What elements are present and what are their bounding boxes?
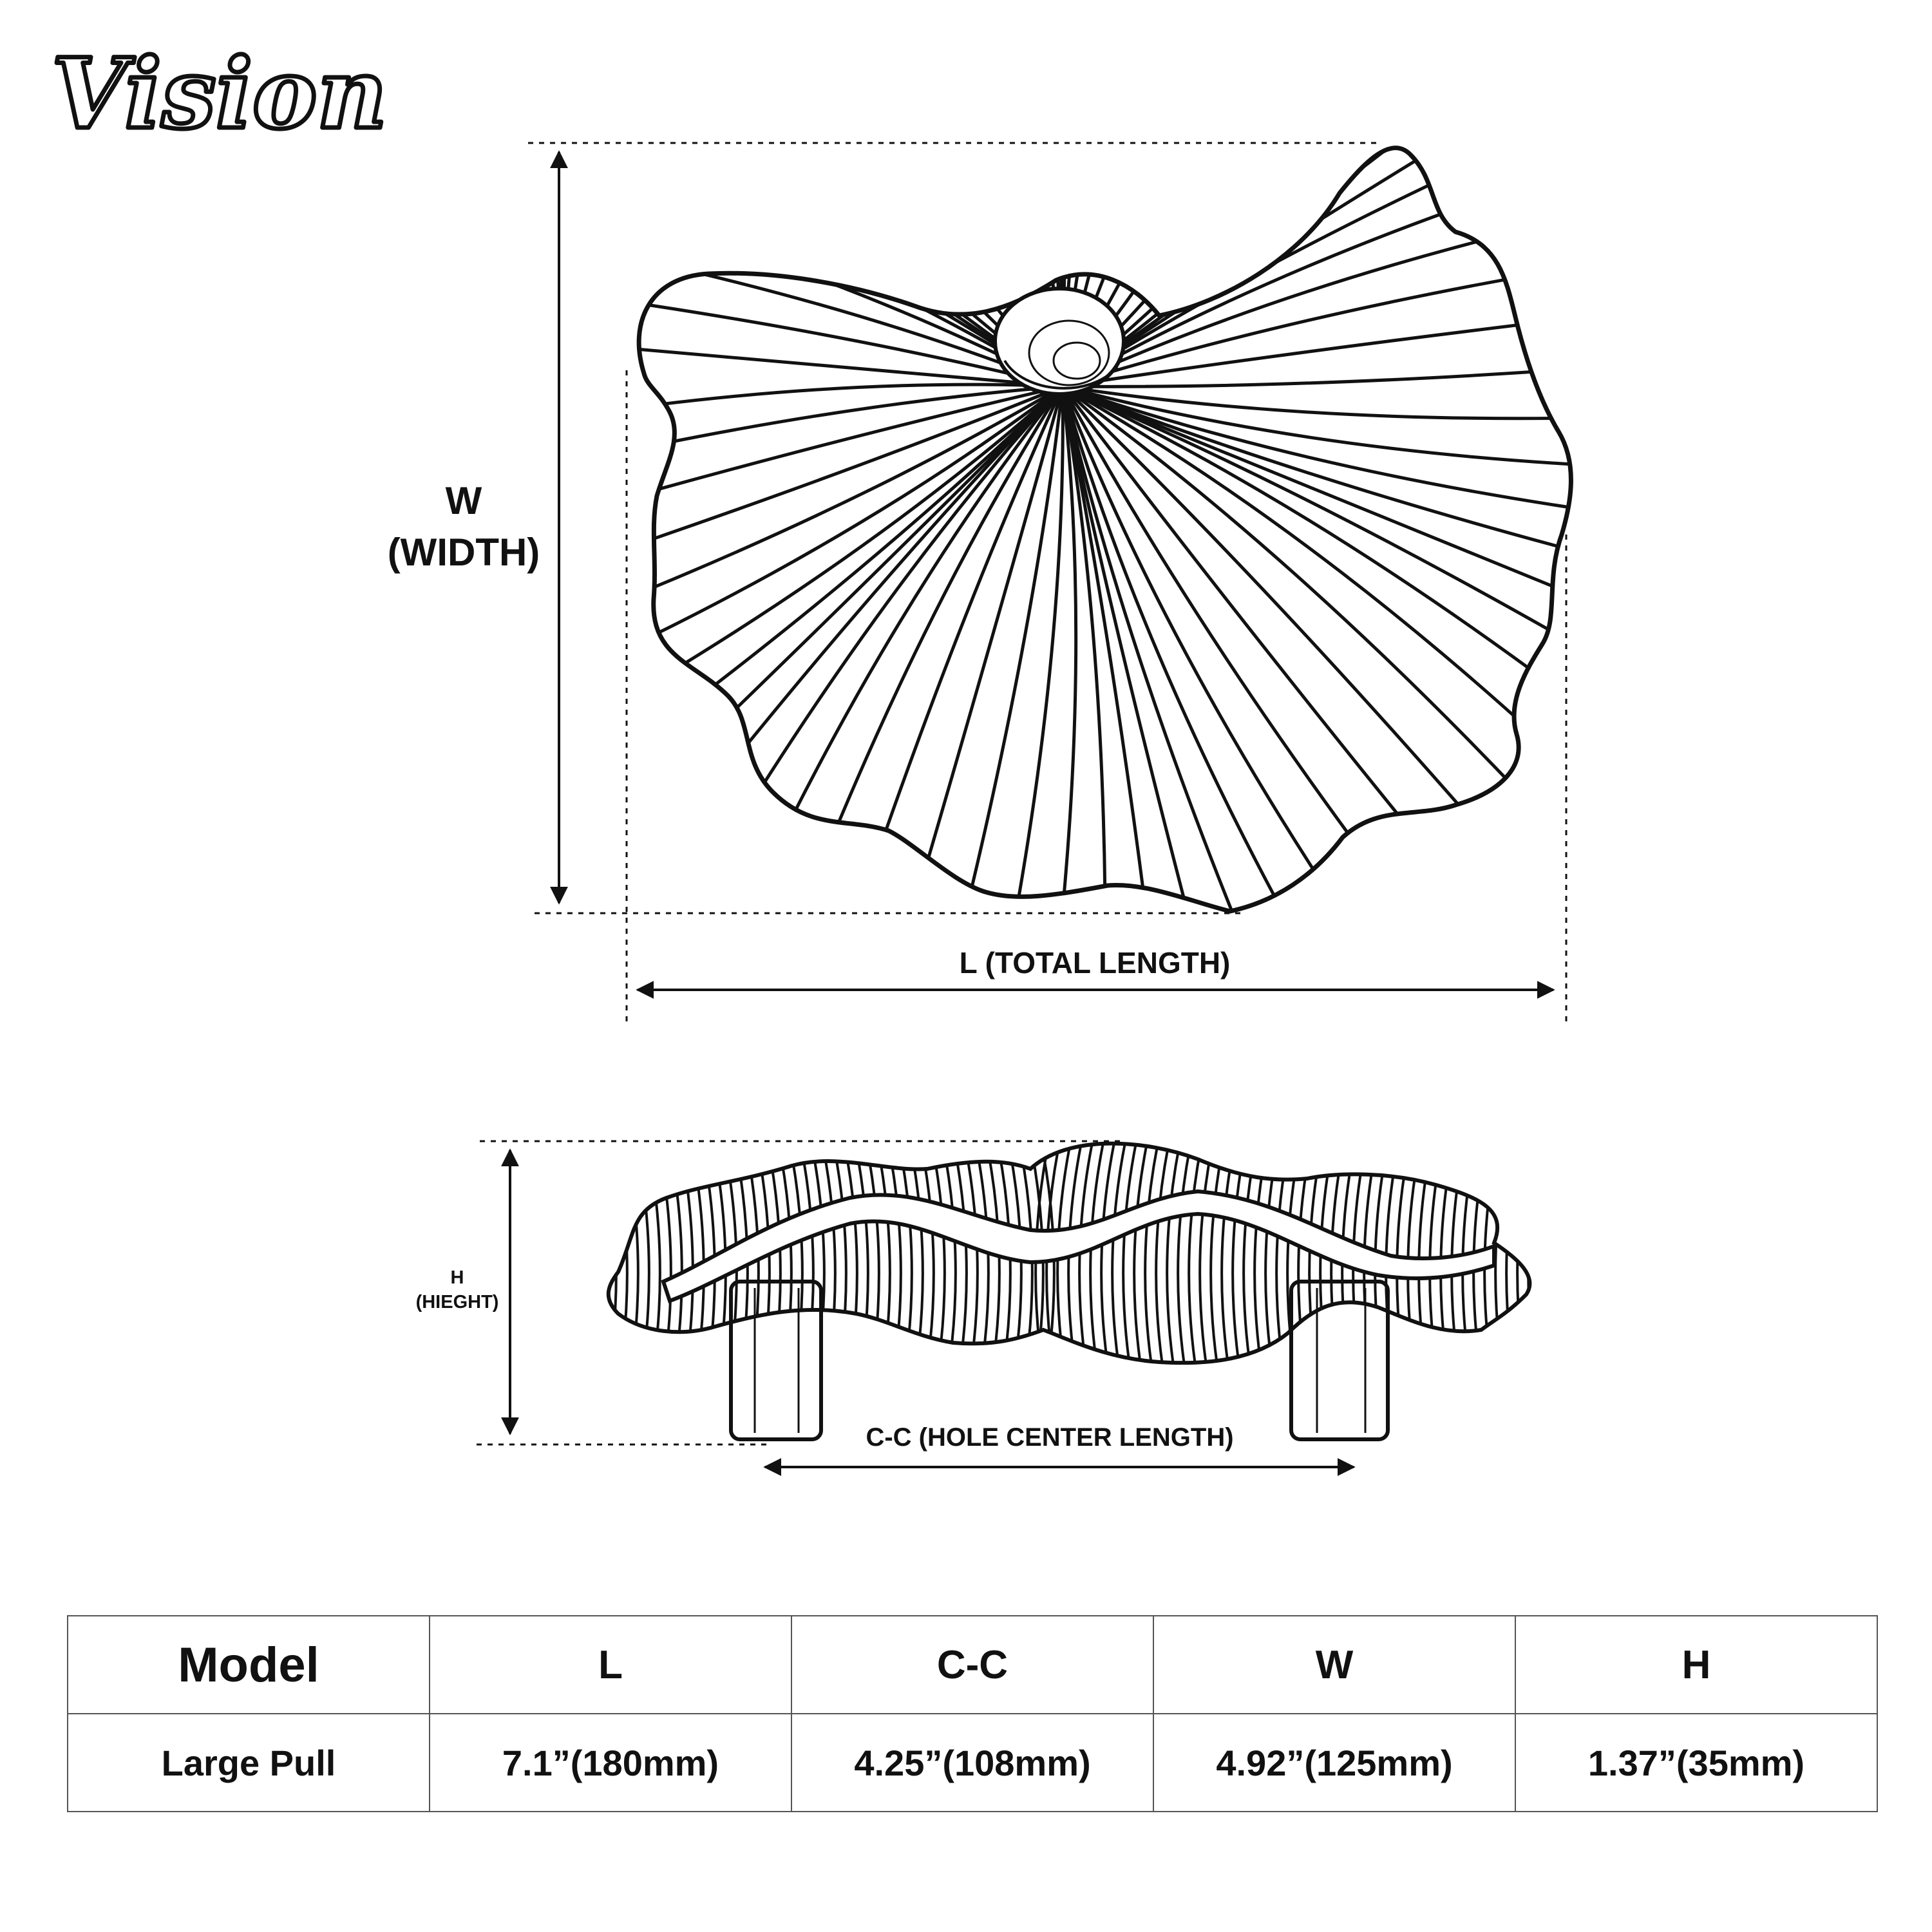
- shell-knob: [993, 287, 1126, 396]
- vision-logo: Vision: [50, 35, 390, 153]
- spec-table: Model L C-C W H Large Pull 7.1”(180mm) 4…: [67, 1615, 1878, 1812]
- height-label-text: (HIEGHT): [415, 1292, 499, 1312]
- cell-height: 1.37”(35mm): [1515, 1713, 1878, 1812]
- table-header-row: Model L C-C W H: [67, 1615, 1878, 1714]
- height-label: H (HIEGHT): [386, 1265, 528, 1314]
- width-label-letter: W: [445, 479, 482, 522]
- header-width: W: [1153, 1615, 1516, 1714]
- shell-side-view-illustration: [606, 1141, 1532, 1441]
- mounting-posts: [729, 1280, 1390, 1441]
- height-dimension: [477, 1140, 1121, 1446]
- logo-text: Vision: [52, 37, 387, 151]
- height-label-letter: H: [450, 1267, 464, 1288]
- width-dimension: [528, 142, 1378, 914]
- cell-width: 4.92”(125mm): [1153, 1713, 1516, 1812]
- cell-cc: 4.25”(108mm): [791, 1713, 1154, 1812]
- length-dimension: [625, 370, 1567, 1024]
- cell-model: Large Pull: [67, 1713, 430, 1812]
- width-label: W (WIDTH): [361, 475, 567, 578]
- shell-top-view-illustration: [421, 0, 1706, 1030]
- header-height: H: [1515, 1615, 1878, 1714]
- header-model: Model: [67, 1615, 430, 1714]
- header-length: L: [429, 1615, 792, 1714]
- cell-length: 7.1”(180mm): [429, 1713, 792, 1812]
- table-row: Large Pull 7.1”(180mm) 4.25”(108mm) 4.92…: [67, 1713, 1878, 1812]
- cc-label: C-C (HOLE CENTER LENGTH): [866, 1423, 1234, 1452]
- length-label: L (TOTAL LENGTH): [959, 946, 1231, 980]
- width-label-text: (WIDTH): [387, 531, 540, 574]
- header-cc: C-C: [791, 1615, 1154, 1714]
